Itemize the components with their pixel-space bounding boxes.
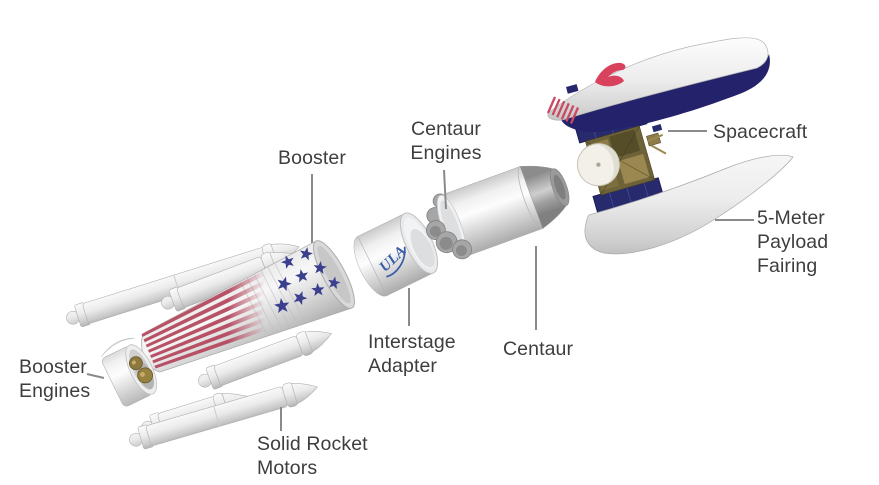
- fairing-bottom-half: [584, 154, 794, 255]
- leader-centaur-engines: [443, 169, 447, 210]
- leader-lines: [86, 130, 754, 431]
- centaur-stage: [425, 165, 570, 260]
- core-open-rim: [313, 240, 355, 309]
- vulcan-logo: [595, 62, 626, 87]
- booster-core: [141, 240, 355, 373]
- label-solid-rocket-motors: Solid Rocket Motors: [257, 433, 368, 479]
- us-flag: [546, 84, 580, 124]
- label-spacecraft: Spacecraft: [713, 121, 808, 143]
- gold-engine-nozzles: [128, 356, 154, 384]
- dish-antenna: [576, 143, 620, 187]
- centaur-engine-nozzles-front: [425, 220, 472, 260]
- booster-engines-module: [101, 337, 158, 407]
- fairing-top-half: [546, 37, 770, 132]
- label-booster: Booster: [278, 147, 346, 169]
- solid-rocket-motor-lower-1: [198, 331, 332, 390]
- interstage-adapter-part: ULA: [353, 212, 439, 297]
- label-booster-engines: Booster Engines: [19, 356, 91, 402]
- label-interstage-adapter: Interstage Adapter: [368, 331, 456, 377]
- fairing-interior: [560, 54, 770, 132]
- label-payload-fairing: 5-Meter Payload Fairing: [757, 207, 829, 277]
- label-centaur-engines: Centaur Engines: [410, 118, 482, 164]
- spacecraft-antenna-boom: [646, 123, 667, 155]
- leader-booster-engines: [86, 373, 105, 379]
- flag-stripes: [141, 243, 349, 369]
- label-centaur: Centaur: [503, 338, 574, 360]
- solid-rocket-motor-lower-3: [129, 382, 318, 450]
